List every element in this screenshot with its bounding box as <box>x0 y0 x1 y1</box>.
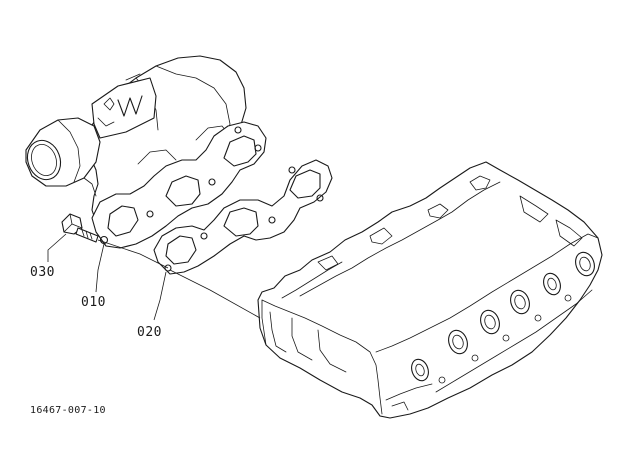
exhaust-manifold <box>25 55 267 249</box>
callout-leaders <box>47 233 167 321</box>
bolt <box>61 213 99 243</box>
exhaust-gasket <box>153 159 333 275</box>
assembly-lines <box>97 239 261 319</box>
callout-030: 030 <box>30 265 55 280</box>
callout-010: 010 <box>81 295 106 310</box>
cylinder-head <box>257 161 603 419</box>
drawing-number: 16467-007-10 <box>30 405 106 416</box>
callout-020: 020 <box>137 325 162 340</box>
